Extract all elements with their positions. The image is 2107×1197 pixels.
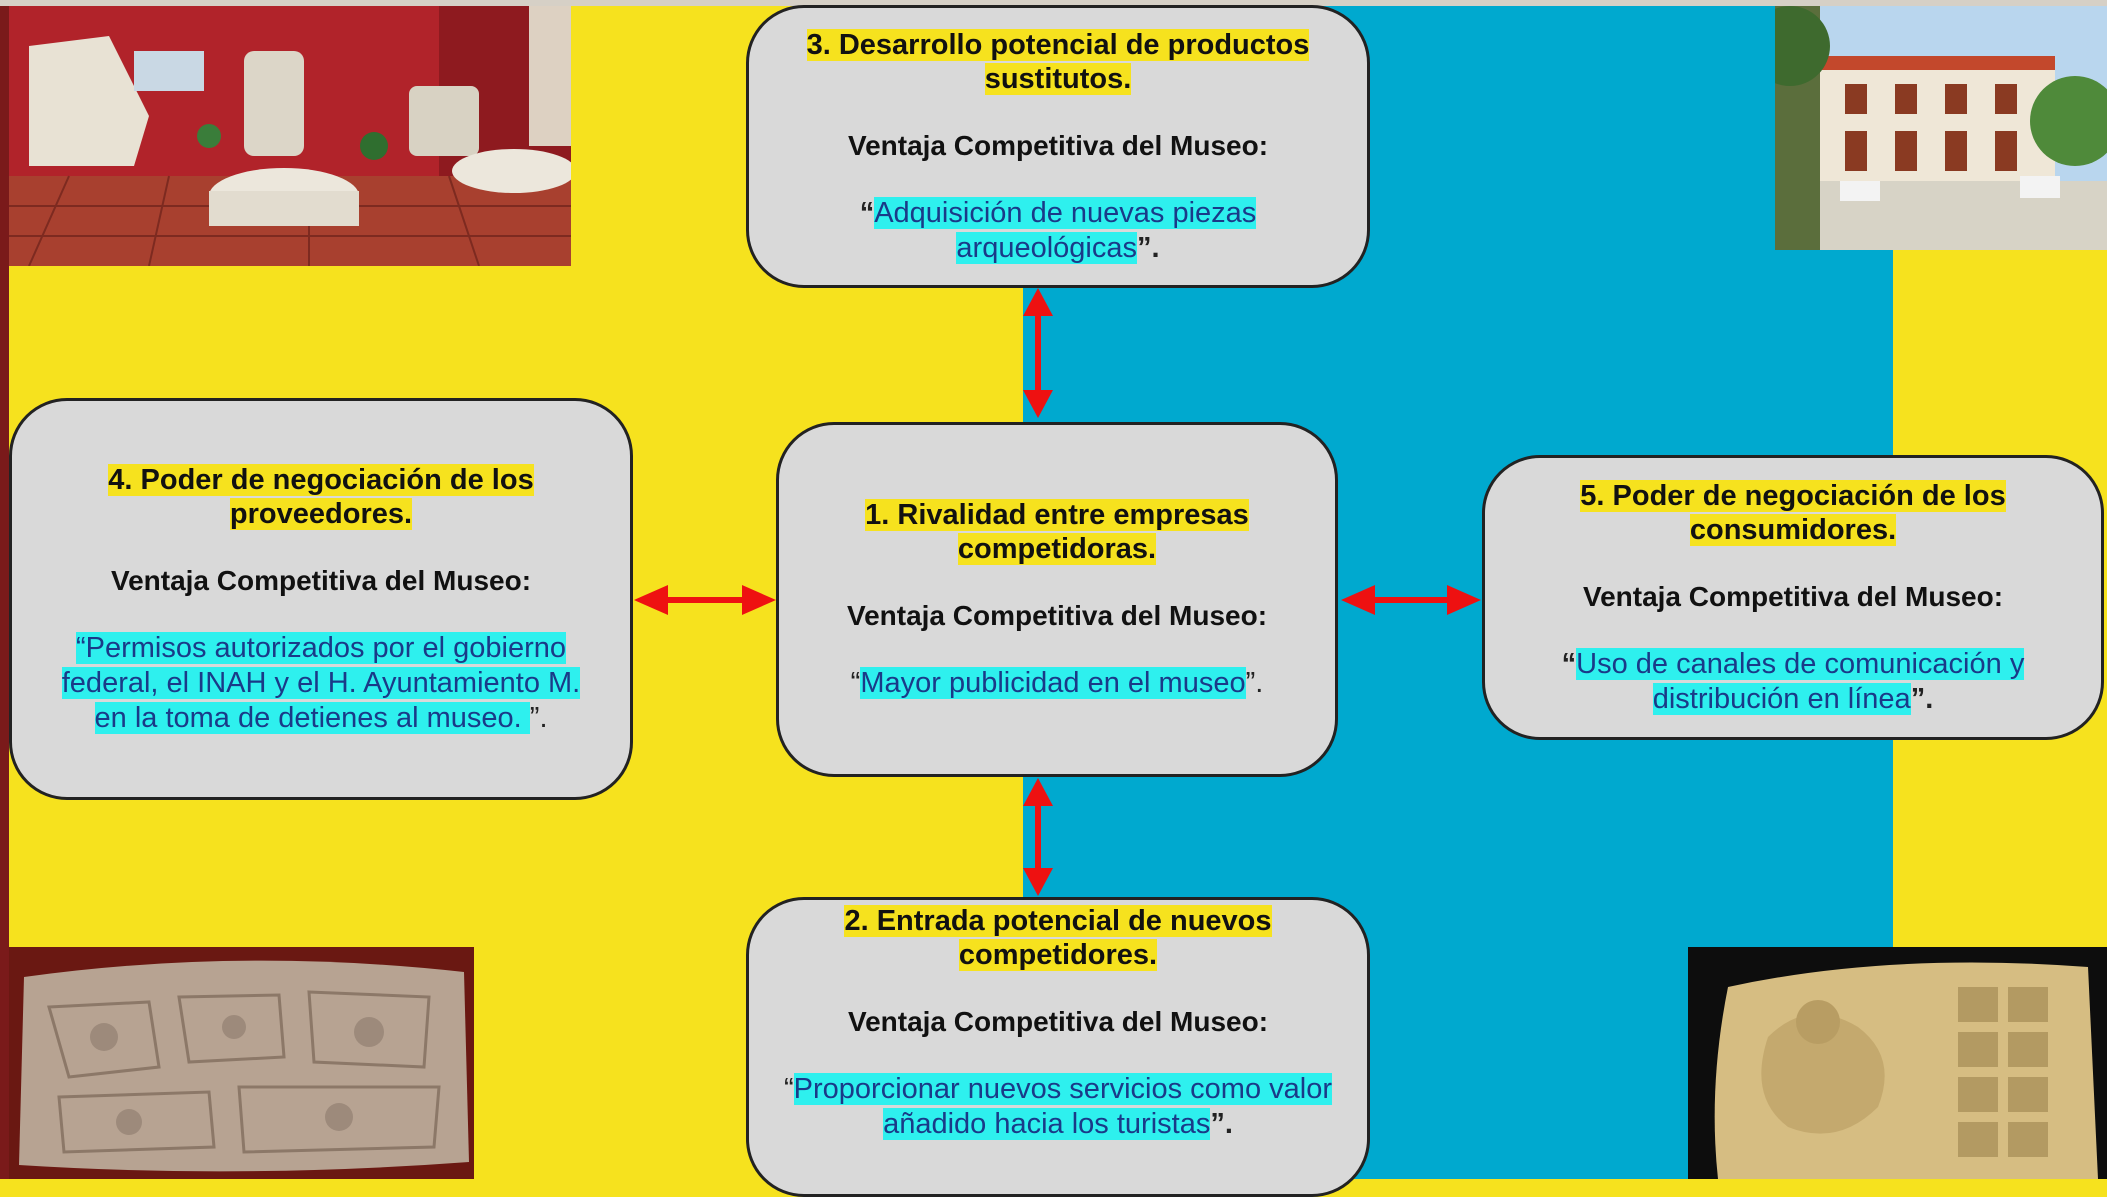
- force-box-consumers: 5. Poder de negociación de los consumido…: [1482, 455, 2104, 740]
- force-title: 3. Desarrollo potencial de productos sus…: [806, 28, 1310, 95]
- force-subtitle: Ventaja Competitiva del Museo:: [110, 564, 532, 596]
- force-title: 4. Poder de negociación de los proveedor…: [108, 463, 534, 530]
- force-subtitle: Ventaja Competitiva del Museo:: [1582, 580, 2004, 612]
- arrow-rivalry-suppliers: [634, 585, 776, 615]
- force-box-rivalry: 1. Rivalidad entre empresas competidoras…: [776, 422, 1338, 777]
- arrow-rivalry-substitutes: [1023, 288, 1053, 418]
- photo-stone-relief-left: [9, 947, 474, 1179]
- arrow-rivalry-consumers: [1341, 585, 1481, 615]
- force-title: 1. Rivalidad entre empresas competidoras…: [865, 499, 1249, 565]
- arrow-rivalry-new-entrants: [1023, 778, 1053, 896]
- slide-frame-left: [0, 0, 9, 1179]
- photo-museum-interior: [9, 6, 571, 266]
- force-subtitle: Ventaja Competitiva del Museo:: [847, 129, 1269, 161]
- force-subtitle: Ventaja Competitiva del Museo:: [847, 1006, 1269, 1037]
- force-quote: “Mayor publicidad en el museo”.: [850, 667, 1264, 699]
- force-title: 5. Poder de negociación de los consumido…: [1580, 479, 2006, 546]
- force-quote: “Proporcionar nuevos servicios como valo…: [783, 1073, 1332, 1140]
- force-box-substitutes: 3. Desarrollo potencial de productos sus…: [746, 5, 1370, 288]
- force-title: 2. Entrada potencial de nuevos competido…: [844, 905, 1272, 971]
- force-subtitle: Ventaja Competitiva del Museo:: [846, 600, 1268, 631]
- force-box-suppliers: 4. Poder de negociación de los proveedor…: [9, 398, 633, 800]
- photo-town-hall: [1775, 6, 2107, 250]
- force-quote: “Permisos autorizados por el gobierno fe…: [61, 631, 581, 734]
- force-quote: “Adquisición de nuevas piezas arqueológi…: [859, 196, 1257, 264]
- force-quote: “Uso de canales de comunicación y distri…: [1561, 647, 2025, 715]
- force-box-new-entrants: 2. Entrada potencial de nuevos competido…: [746, 897, 1370, 1197]
- photo-stone-relief-right: [1688, 947, 2107, 1179]
- slide-frame-top: [0, 0, 2107, 6]
